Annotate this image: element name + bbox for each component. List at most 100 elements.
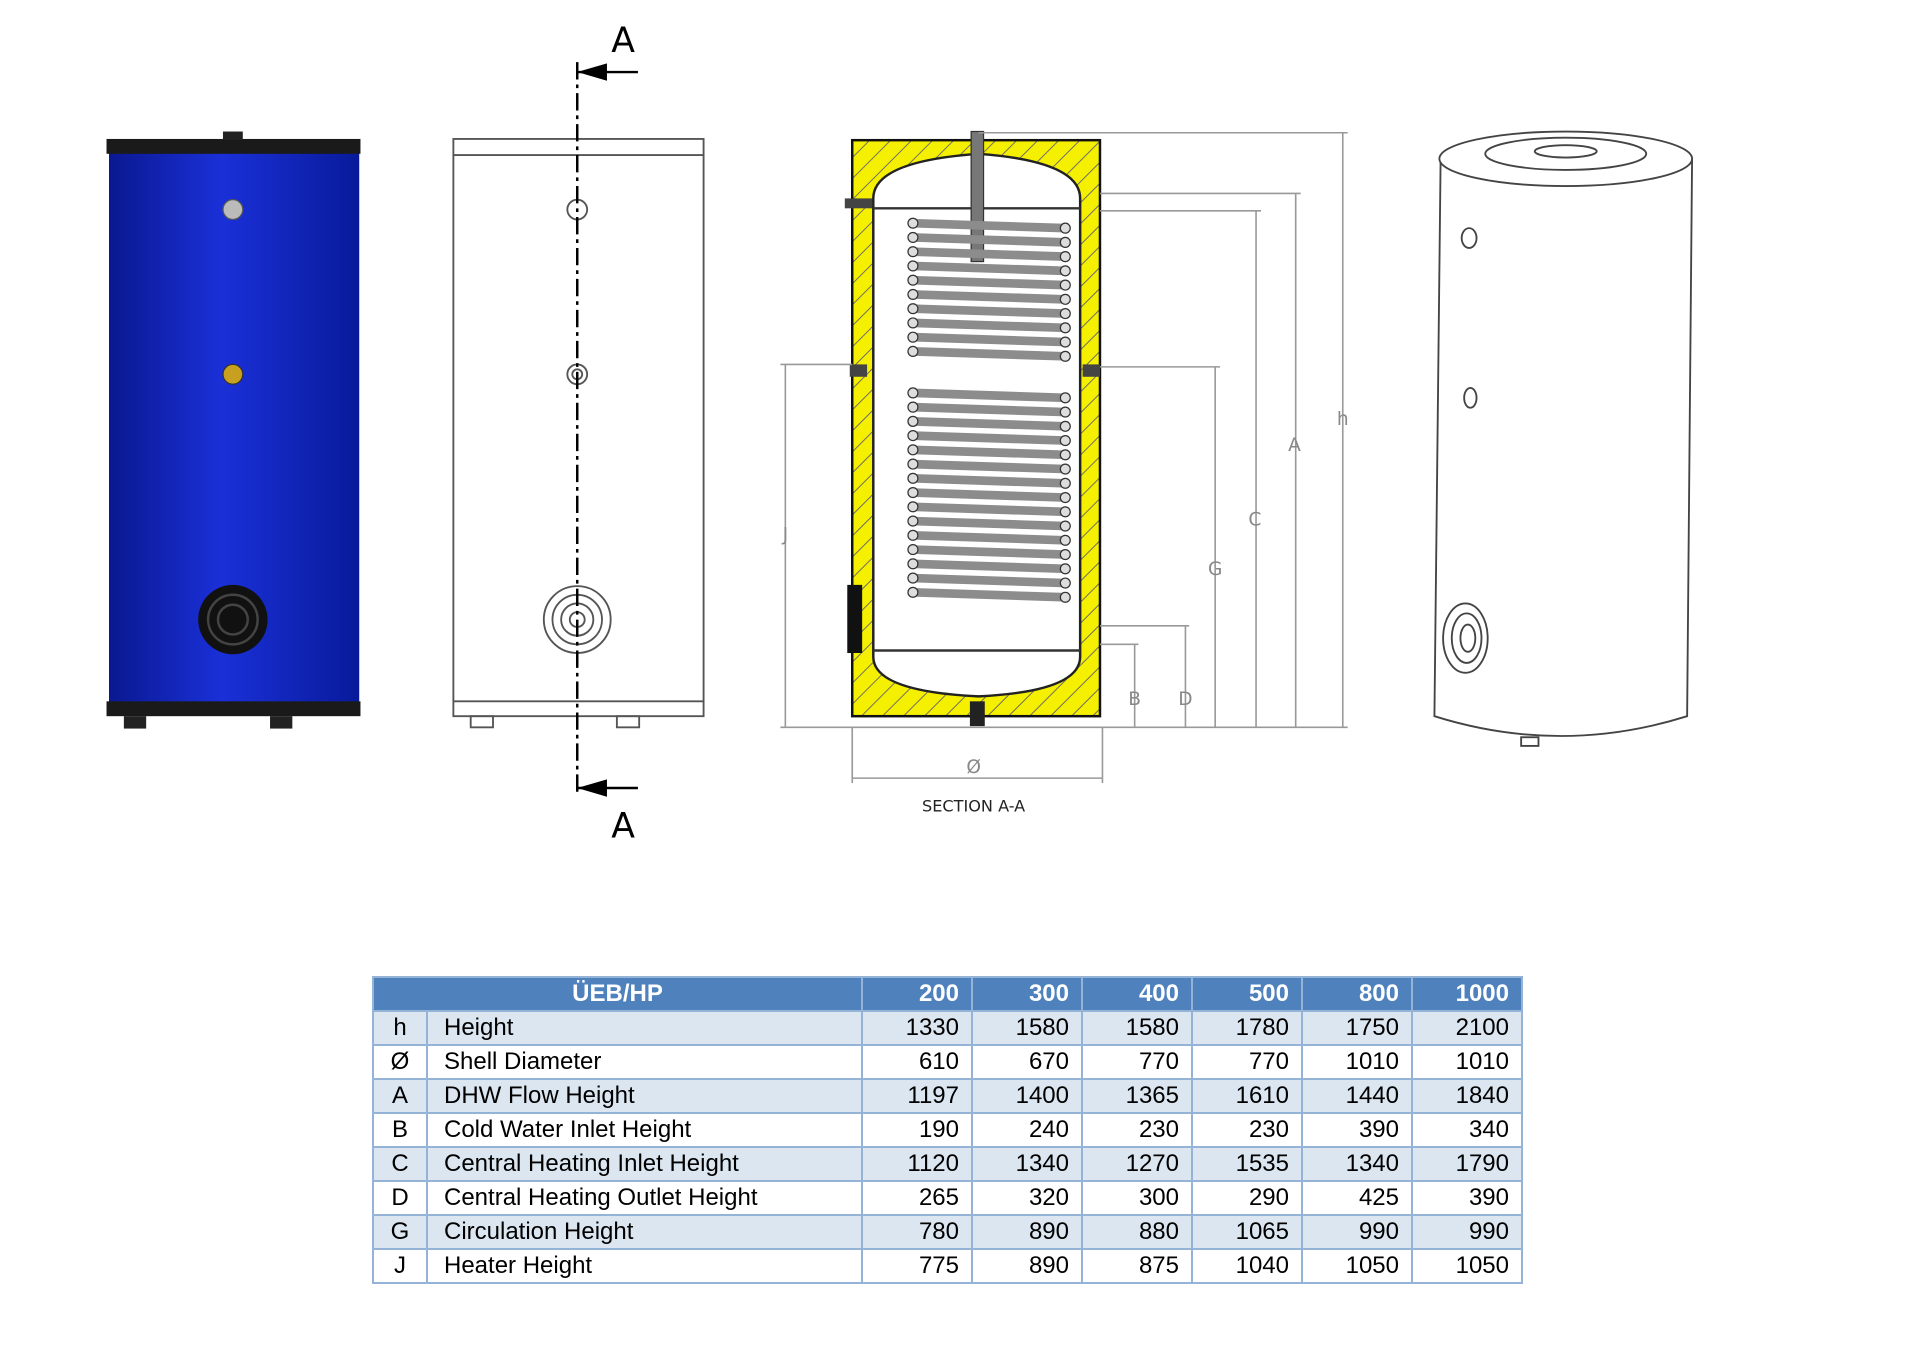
row-value: 1120	[861, 1146, 973, 1182]
row-symbol: A	[372, 1078, 428, 1114]
coil-end	[1059, 279, 1071, 291]
model-header: 1000	[1411, 976, 1523, 1012]
row-value: 230	[1081, 1112, 1193, 1148]
dim-label-c: C	[1248, 509, 1261, 530]
coil-end	[1059, 463, 1071, 475]
coil-end	[1059, 591, 1071, 603]
row-value: 1050	[1411, 1248, 1523, 1284]
row-value: 1040	[1191, 1248, 1303, 1284]
row-value: 290	[1191, 1180, 1303, 1216]
coil-end	[907, 529, 919, 541]
coil-end	[907, 544, 919, 556]
row-value: 425	[1301, 1180, 1413, 1216]
row-value: 990	[1301, 1214, 1413, 1250]
coil-end	[907, 586, 919, 598]
coil-tube	[912, 388, 1066, 403]
coil-tube	[912, 573, 1066, 588]
row-value: 1065	[1191, 1214, 1303, 1250]
coil-tube	[912, 474, 1066, 488]
row-value: 610	[861, 1044, 973, 1080]
coil-end	[907, 444, 919, 456]
coil-tube	[912, 347, 1066, 361]
coil-tube	[912, 218, 1066, 233]
coil-end	[1059, 293, 1071, 305]
coil-end	[1059, 350, 1071, 362]
row-value: 1270	[1081, 1146, 1193, 1182]
coil-end	[1059, 222, 1071, 234]
row-value: 1365	[1081, 1078, 1193, 1114]
coil-tube	[912, 261, 1066, 276]
coil-end	[1059, 308, 1071, 320]
row-value: 1010	[1301, 1044, 1413, 1080]
coil-end	[1059, 251, 1071, 263]
coil-tube	[912, 290, 1066, 304]
coil-end	[1059, 577, 1071, 589]
coil-end	[1059, 265, 1071, 277]
coil-end	[907, 501, 919, 513]
coil-tube	[912, 233, 1066, 247]
coil-end	[907, 515, 919, 527]
coil-end	[1059, 322, 1071, 334]
row-value: 1010	[1411, 1044, 1523, 1080]
coil-tube	[912, 587, 1066, 602]
coil-tube	[912, 417, 1066, 431]
row-value: 390	[1301, 1112, 1413, 1148]
row-name: Height	[426, 1010, 863, 1046]
coil-end	[907, 331, 919, 343]
model-header: 800	[1301, 976, 1413, 1012]
row-symbol: G	[372, 1214, 428, 1250]
coil-tube	[912, 530, 1066, 545]
coil-end	[907, 430, 919, 442]
coil-end	[1059, 477, 1071, 489]
row-name: Cold Water Inlet Height	[426, 1112, 863, 1148]
section-view	[844, 130, 1102, 727]
coil-tube	[912, 318, 1066, 333]
coil-end	[1059, 548, 1071, 561]
row-symbol: C	[372, 1146, 428, 1182]
model-header: 500	[1191, 976, 1303, 1012]
coil-tube	[912, 402, 1066, 417]
row-value: 875	[1081, 1248, 1193, 1284]
coil-tube	[912, 332, 1066, 347]
row-value: 320	[971, 1180, 1083, 1216]
row-value: 1580	[971, 1010, 1083, 1046]
coil-end	[907, 260, 919, 272]
row-value: 265	[861, 1180, 973, 1216]
isometric-view	[1433, 130, 1694, 747]
row-symbol: B	[372, 1112, 428, 1148]
coil-end	[907, 303, 919, 315]
coil-end	[907, 288, 919, 300]
row-value: 775	[861, 1248, 973, 1284]
dim-label-a: A	[1288, 435, 1301, 456]
row-value: 1780	[1191, 1010, 1303, 1046]
row-symbol: Ø	[372, 1044, 428, 1080]
row-symbol: J	[372, 1248, 428, 1284]
row-value: 300	[1081, 1180, 1193, 1216]
coil-tube	[912, 275, 1066, 290]
row-name: Circulation Height	[426, 1214, 863, 1250]
row-value: 1340	[971, 1146, 1083, 1182]
coil-tube	[912, 459, 1066, 474]
row-value: 1330	[861, 1010, 973, 1046]
dim-label-h: h	[1337, 409, 1349, 430]
coil-tube	[912, 247, 1066, 261]
coil-tube	[912, 516, 1066, 531]
coil-end	[907, 558, 919, 570]
coil-tube	[912, 559, 1066, 574]
coil-end	[1059, 449, 1071, 461]
coil-end	[907, 246, 919, 258]
table-title: ÜEB/HP	[372, 976, 863, 1012]
row-value: 1580	[1081, 1010, 1193, 1046]
row-value: 670	[971, 1044, 1083, 1080]
row-name: DHW Flow Height	[426, 1078, 863, 1114]
coil-end	[1059, 336, 1071, 348]
model-header: 200	[861, 976, 973, 1012]
coil-end	[907, 231, 919, 243]
coil-end	[1059, 236, 1071, 248]
